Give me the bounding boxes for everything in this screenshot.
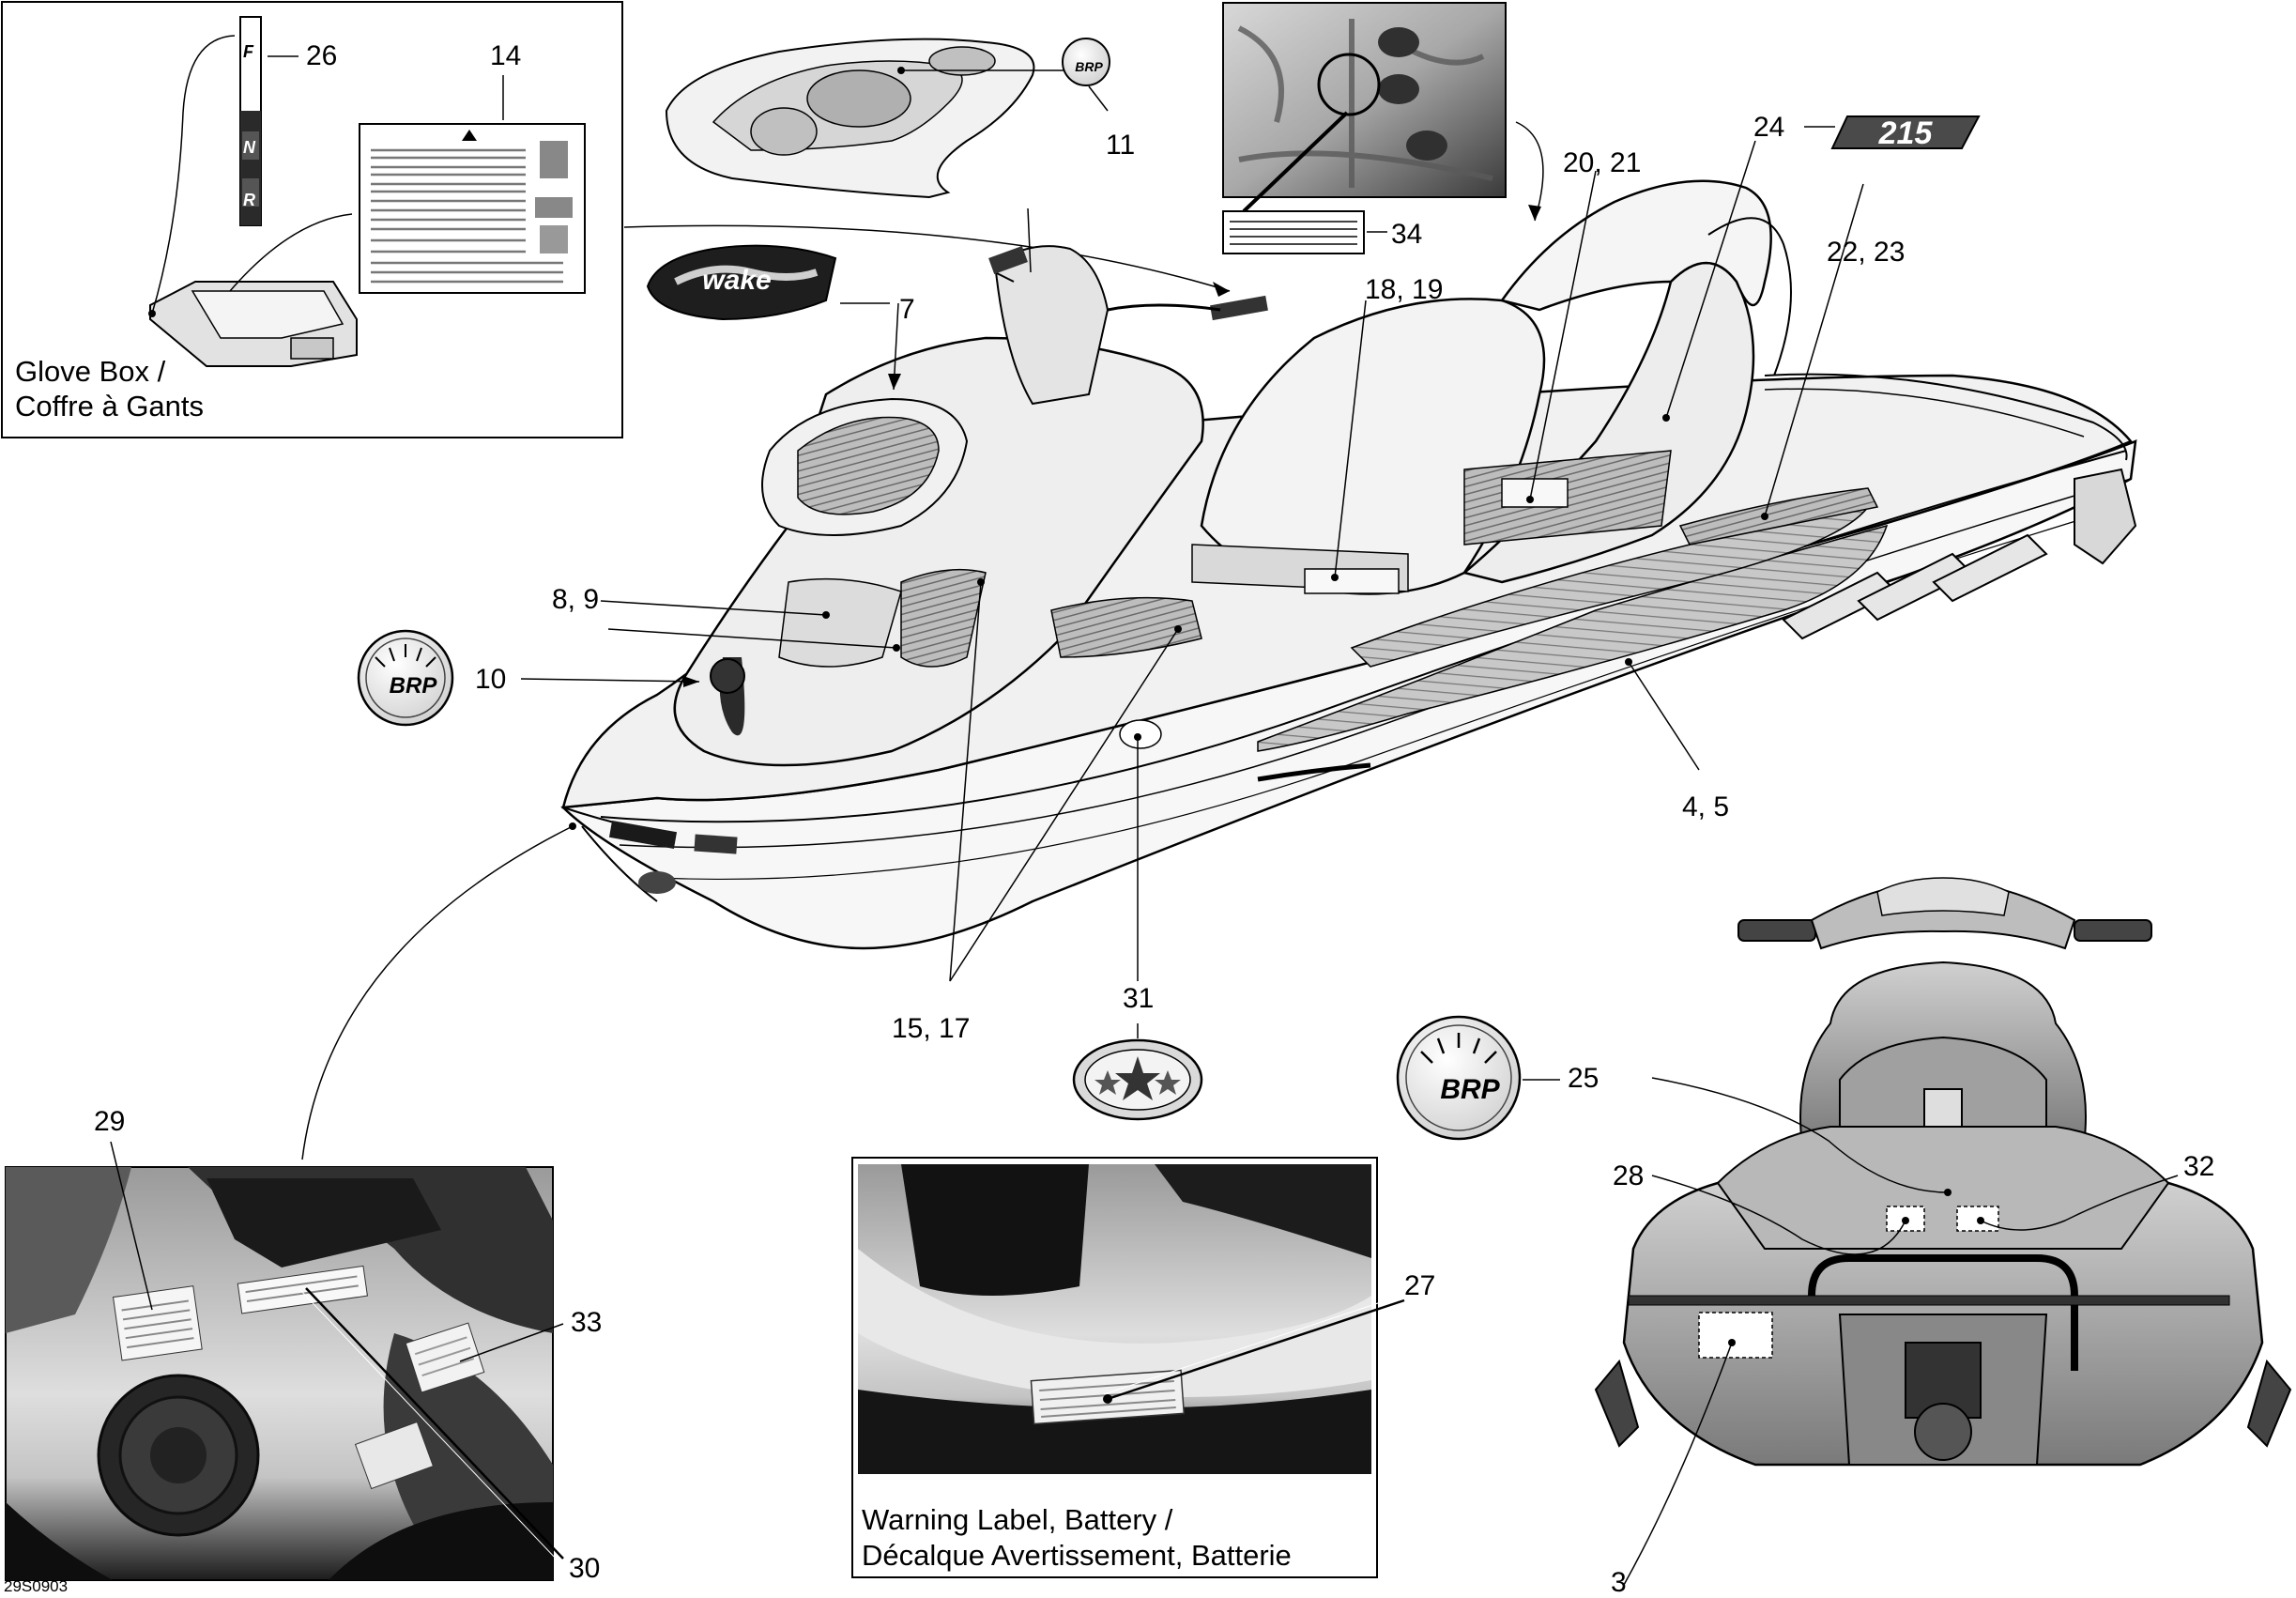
main-leaders <box>301 140 1864 1160</box>
label-33 <box>405 1322 485 1393</box>
engine-photo-inset <box>1222 2 1544 254</box>
callout-18-19: 18, 19 <box>1365 274 1444 305</box>
wake-decal: wake <box>646 244 837 321</box>
callout-15-17: 15, 17 <box>892 1013 971 1044</box>
svg-text:BRP: BRP <box>1440 1074 1500 1105</box>
callout-31: 31 <box>1123 983 1155 1014</box>
callout-3: 3 <box>1611 1567 1627 1598</box>
callout-29: 29 <box>94 1106 126 1137</box>
glove-box-tray <box>149 281 358 367</box>
callout-24: 24 <box>1753 112 1785 143</box>
rear-leaders <box>1623 1077 2179 1586</box>
gear-letter-n: N <box>243 138 255 157</box>
callout-14: 14 <box>490 40 522 71</box>
glove-box-inset <box>1 1 623 438</box>
rear-view-drawing <box>1594 877 2292 1467</box>
model-215-decal: 215 <box>1830 115 1981 151</box>
callout-28: 28 <box>1613 1160 1645 1191</box>
gear-letter-f: F <box>243 42 253 61</box>
label-photo-extra <box>354 1421 435 1490</box>
battery-caption-line2: Décalque Avertissement, Batterie <box>862 1539 1292 1572</box>
callout-7: 7 <box>899 294 915 325</box>
warning-label-14 <box>359 123 586 294</box>
lubrication-label-34 <box>1222 210 1365 254</box>
callout-4-5: 4, 5 <box>1682 791 1730 822</box>
svg-text:wake: wake <box>702 265 771 296</box>
svg-text:BRP: BRP <box>1075 59 1103 74</box>
watercraft-main-drawing <box>560 179 2137 950</box>
callout-22-23: 22, 23 <box>1827 237 1906 268</box>
brp-badge-11: BRP <box>1062 38 1110 86</box>
callout-10: 10 <box>475 664 507 695</box>
brp-badge-25: BRP <box>1396 1015 1522 1141</box>
callout-30: 30 <box>569 1553 601 1584</box>
callout-32: 32 <box>2183 1151 2215 1182</box>
gear-letter-r: R <box>243 191 255 209</box>
glove-box-caption-line2: Coffre à Gants <box>15 390 205 423</box>
callout-26: 26 <box>306 40 338 71</box>
svg-text:BRP: BRP <box>390 673 438 699</box>
label-29 <box>113 1285 203 1361</box>
callout-33: 33 <box>571 1307 603 1338</box>
svg-text:215: 215 <box>1878 115 1934 151</box>
callout-20-21: 20, 21 <box>1563 147 1642 178</box>
ultra-low-emission-badge <box>1072 1038 1203 1121</box>
label-30 <box>237 1265 368 1314</box>
diagram-code: 29S0903 <box>4 1577 69 1595</box>
callout-11: 11 <box>1106 130 1136 161</box>
callout-25: 25 <box>1568 1063 1600 1094</box>
brp-badge-10: BRP <box>357 629 454 727</box>
callout-34: 34 <box>1391 219 1423 250</box>
fuel-cap-photo-inset <box>5 1141 564 1581</box>
glove-box-caption-line1: Glove Box / <box>15 355 166 388</box>
battery-caption-line1: Warning Label, Battery / <box>862 1503 1173 1536</box>
battery-photo-inset <box>851 1157 1405 1578</box>
callout-8-9: 8, 9 <box>552 584 600 615</box>
seat-panel-drawing <box>665 38 1065 199</box>
callout-27: 27 <box>1404 1270 1436 1301</box>
